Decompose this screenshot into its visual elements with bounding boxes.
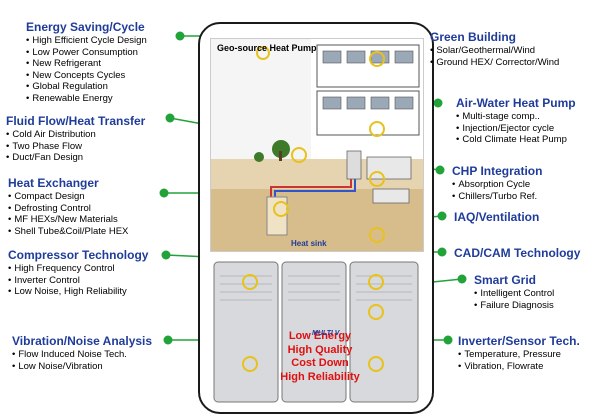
connector-dot — [433, 98, 443, 108]
block-items: Solar/Geothermal/Wind Ground HEX/ Correc… — [430, 45, 559, 68]
block-items: High Efficient Cycle Design Low Power Co… — [26, 35, 147, 105]
list-item: Failure Diagnosis — [474, 300, 554, 312]
block-items: High Frequency Control Inverter Control … — [8, 263, 148, 298]
list-item: Two Phase Flow — [6, 141, 145, 153]
block-title: Fluid Flow/Heat Transfer — [6, 114, 146, 128]
vibration-block: Vibration/Noise Analysis Flow Induced No… — [12, 334, 152, 372]
geo-source-scene: Geo-source Heat Pump Heat sink — [210, 38, 424, 252]
block-title: CHP Integration — [452, 164, 543, 178]
list-item: Temperature, Pressure — [458, 349, 580, 361]
list-item: High Frequency Control — [8, 263, 148, 275]
list-item: Cold Air Distribution — [6, 129, 145, 141]
list-item: Injection/Ejector cycle — [456, 123, 576, 135]
connector-dot — [437, 211, 447, 221]
block-items: Cold Air Distribution Two Phase Flow Duc… — [6, 129, 145, 164]
chp-integration-block: CHP Integration Absorption Cycle Chiller… — [452, 164, 542, 202]
list-item: Inverter Control — [8, 275, 148, 287]
multi-v-logo: MULTI V — [312, 330, 340, 337]
slogan-line: High Quality — [287, 343, 353, 356]
connector-dot — [437, 247, 447, 257]
list-item: MF HEXs/New Materials — [8, 214, 128, 226]
list-item: Renewable Energy — [26, 93, 147, 105]
list-item: New Refrigerant — [26, 58, 147, 70]
connector-dot — [435, 165, 445, 175]
list-item: Duct/Fan Design — [6, 152, 145, 164]
list-item: Absorption Cycle — [452, 179, 542, 191]
block-title: Vibration/Noise Analysis — [12, 334, 153, 348]
inverter-sensor-block: Inverter/Sensor Tech. Temperature, Press… — [458, 334, 580, 372]
connector-dot — [457, 274, 467, 284]
connector-dot — [161, 250, 171, 260]
iaq-ventilation-block: IAQ/Ventilation — [454, 210, 539, 224]
block-title: Heat Exchanger — [8, 176, 99, 190]
block-title: IAQ/Ventilation — [454, 210, 540, 224]
slogan-line: High Reliability — [280, 370, 360, 383]
list-item: New Concepts Cycles — [26, 70, 147, 82]
connector-dot — [443, 335, 453, 345]
air-water-block: Air-Water Heat Pump Multi-stage comp.. I… — [456, 96, 576, 146]
list-item: High Efficient Cycle Design — [26, 35, 146, 47]
highlight-marker — [256, 46, 270, 60]
connector-dot — [165, 113, 175, 123]
block-title: Energy Saving/Cycle — [26, 20, 145, 34]
block-title: Air-Water Heat Pump — [456, 96, 576, 110]
list-item: Low Noise/Vibration — [12, 361, 152, 373]
scene-title: Geo-source Heat Pump — [217, 43, 317, 53]
scene-drawing — [211, 39, 423, 251]
list-item: Compact Design — [8, 191, 128, 203]
outdoor-units-drawing — [213, 261, 419, 403]
block-items: Intelligent Control Failure Diagnosis — [474, 288, 554, 311]
list-item: Shell Tube&Coil/Plate HEX — [8, 226, 128, 238]
list-item: Solar/Geothermal/Wind — [430, 45, 559, 57]
block-items: Compact Design Defrosting Control MF HEX… — [8, 191, 128, 237]
product-illustration-panel: Geo-source Heat Pump Heat sink Low Energ… — [198, 22, 434, 414]
heat-exchanger-block: Heat Exchanger Compact Design Defrosting… — [8, 176, 128, 237]
list-item: Chillers/Turbo Ref. — [452, 191, 542, 203]
list-item: Low Power Consumption — [26, 47, 147, 59]
compressor-block: Compressor Technology High Frequency Con… — [8, 248, 148, 298]
slogan-line: Low Energy — [288, 330, 352, 342]
list-item: Vibration, Flowrate — [458, 361, 580, 373]
block-title: Smart Grid — [474, 273, 537, 287]
slogan-line: Cost Down — [291, 357, 349, 369]
list-item: Ground HEX/ Corrector/Wind — [430, 57, 559, 69]
list-item: Cold Climate Heat Pump — [456, 134, 576, 146]
cad-cam-block: CAD/CAM Technology — [454, 246, 580, 260]
list-item: Defrosting Control — [8, 203, 128, 215]
list-item: Flow Induced Noise Tech. — [12, 349, 152, 361]
block-items: Temperature, Pressure Vibration, Flowrat… — [458, 349, 580, 372]
block-title: Compressor Technology — [8, 248, 149, 262]
block-title: Green Building — [430, 30, 517, 44]
slogan: Low Energy High Quality Cost Down High R… — [260, 330, 380, 384]
list-item: Multi-stage comp.. — [456, 111, 576, 123]
block-items: Multi-stage comp.. Injection/Ejector cyc… — [456, 111, 576, 146]
list-item: Low Noise, High Reliability — [8, 286, 148, 298]
connector-dot — [159, 188, 169, 198]
list-item: Intelligent Control — [474, 288, 554, 300]
connector-dot — [163, 335, 173, 345]
block-title: Inverter/Sensor Tech. — [458, 334, 580, 348]
fluid-flow-block: Fluid Flow/Heat Transfer Cold Air Distri… — [6, 114, 145, 164]
block-title: CAD/CAM Technology — [454, 246, 581, 260]
block-items: Flow Induced Noise Tech. Low Noise/Vibra… — [12, 349, 152, 372]
smart-grid-block: Smart Grid Intelligent Control Failure D… — [474, 273, 554, 311]
list-item: Global Regulation — [26, 81, 147, 93]
block-items: Absorption Cycle Chillers/Turbo Ref. — [452, 179, 542, 202]
green-building-block: Green Building Solar/Geothermal/Wind Gro… — [430, 30, 559, 68]
connector-dot — [175, 31, 185, 41]
heat-sink-label: Heat sink — [291, 239, 327, 248]
energy-saving-block: Energy Saving/Cycle High Efficient Cycle… — [26, 20, 147, 104]
